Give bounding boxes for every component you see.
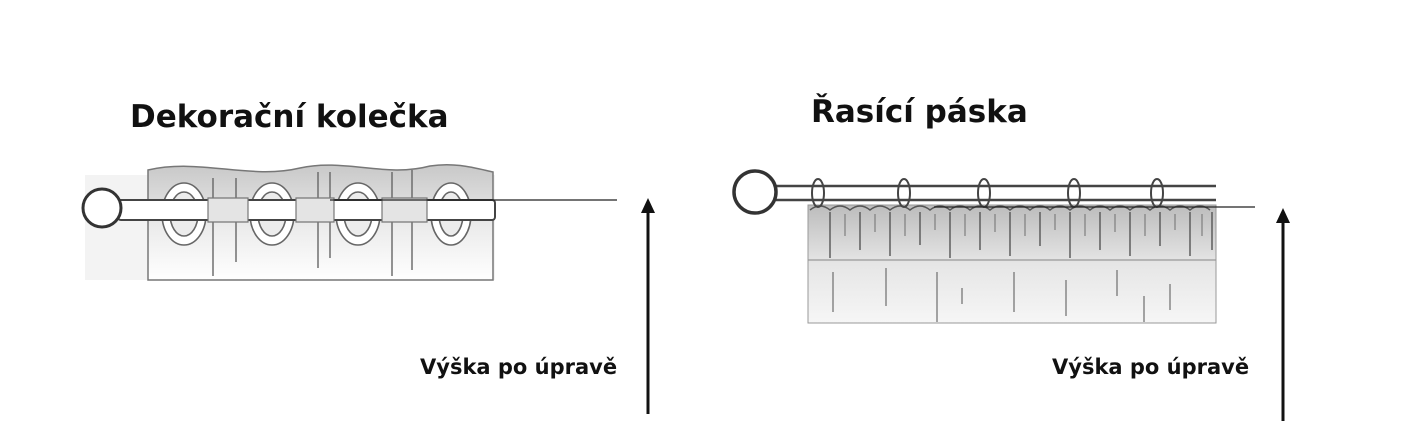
pleat-tape-curtain-illustration: [732, 169, 1290, 421]
eyelet-curtain-illustration: [81, 163, 655, 414]
pleat-tape-height-caption: Výška po úpravě: [1052, 355, 1250, 379]
curtain-rings: [811, 178, 1164, 208]
eyelet-curtain-title: Dekorační kolečka: [130, 99, 449, 135]
pleat-tape-curtain-title: Řasící páska: [811, 94, 1028, 130]
eyelet-height-caption: Výška po úpravě: [420, 355, 618, 379]
